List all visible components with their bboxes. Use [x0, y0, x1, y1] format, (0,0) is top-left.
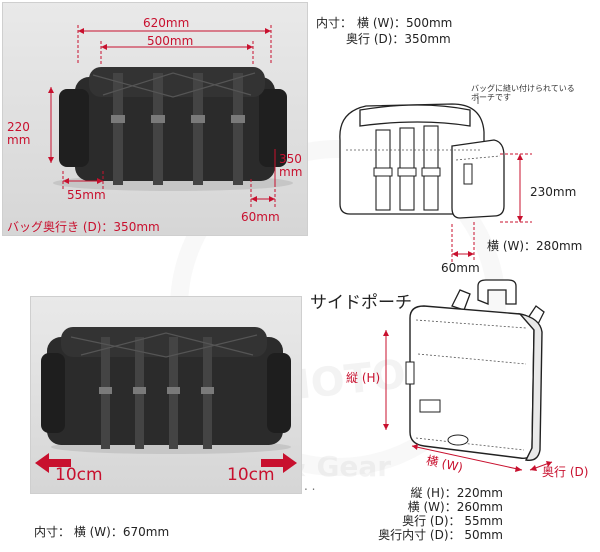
top-bag-illustration — [48, 25, 293, 207]
top-spec-depth: 奥行 (D)：350mm — [346, 32, 451, 46]
pouch-spec-width: 横 (W)：260mm — [407, 500, 503, 514]
bottom-caption: 内寸： 横 (W)：670mm — [34, 525, 170, 539]
left-extension-label: 10cm — [55, 465, 103, 485]
pouch-spec-depth: 奥行 (D)： 55mm — [402, 514, 503, 528]
pouch-spec-height: 縦 (H)：220mm — [410, 486, 504, 500]
pouch-spec-list: 縦 (H)：220mm 横 (W)：260mm 奥行 (D)： 55mm 奥行内… — [343, 486, 503, 542]
drawing-gap-label: 60mm — [441, 261, 480, 275]
top-bag-photo: 620mm 500mm 220 mm 350 mm 55mm 60mm バッグ奥… — [2, 2, 308, 236]
height-right-label: 350 mm — [279, 152, 303, 180]
pouch-note: バッグに縫い付けられている ポーチです — [471, 84, 575, 103]
top-spec-width: 横 (W)：500mm — [357, 16, 453, 30]
right-gap-label: 60mm — [241, 210, 280, 224]
pouch-depth-label: 奥行 (D) — [542, 465, 589, 479]
top-spec-label: 内寸： — [316, 16, 353, 30]
bottom-bag-illustration — [35, 327, 297, 473]
right-extension-label: 10cm — [227, 465, 275, 485]
drawing-height-label: 230mm — [530, 185, 577, 199]
width-inner-label: 500mm — [147, 34, 194, 48]
pouch-spec-inner-depth: 奥行内寸 (D)： 50mm — [378, 528, 503, 542]
width-outer-label: 620mm — [143, 16, 190, 30]
bottom-dots: . . — [304, 479, 316, 493]
pouch-height-label: 縦 (H) — [346, 371, 381, 385]
height-left-label: 220 mm — [7, 120, 31, 148]
drawing-width-label: 横 (W)：280mm — [487, 239, 583, 253]
depth-caption: バッグ奥行き (D)：350mm — [7, 220, 160, 234]
side-pouch-title: サイドポーチ — [310, 293, 412, 313]
pouch-width-label: 横 (W) — [424, 453, 465, 475]
bottom-bag-photo: 10cm 10cm — [30, 296, 302, 494]
left-gap-label: 55mm — [67, 188, 106, 202]
